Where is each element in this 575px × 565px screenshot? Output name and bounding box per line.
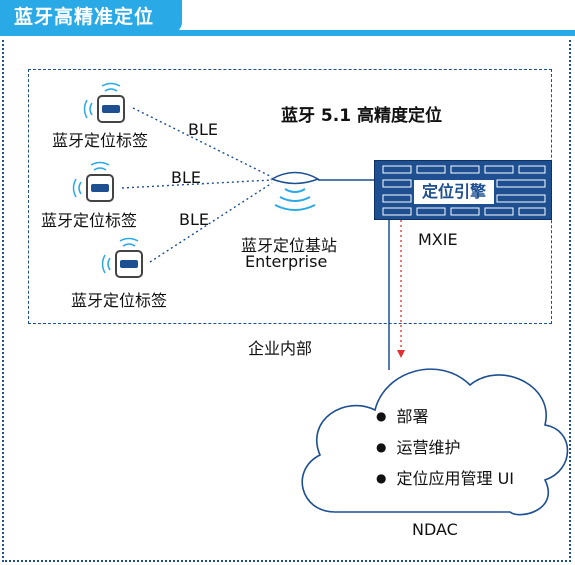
- page-title: 蓝牙高精准定位: [14, 6, 155, 28]
- arrow-icon: [397, 350, 405, 358]
- diagram-subtitle: 蓝牙 5.1 高精度定位: [281, 106, 442, 126]
- cloud-item: 运营维护: [376, 435, 514, 466]
- outer-frame: [2, 40, 571, 562]
- engine-name: MXIE: [418, 230, 458, 249]
- ble-label-3: BLE: [179, 210, 209, 229]
- ble-label-1: BLE: [188, 120, 218, 139]
- enterprise-zone-label: 企业内部: [248, 339, 313, 358]
- header-bar: [0, 30, 575, 36]
- cloud-item: 部署: [376, 404, 514, 435]
- cloud-name: NDAC: [412, 520, 458, 539]
- cloud-service-list: 部署 运营维护 定位应用管理 UI: [376, 404, 514, 497]
- header-tab: 蓝牙高精准定位: [0, 0, 182, 34]
- tag-icon-2: [72, 161, 114, 202]
- tag-icon-3: [101, 237, 143, 278]
- tag-label-3: 蓝牙定位标签: [71, 291, 168, 310]
- ble-label-2: BLE: [171, 168, 201, 187]
- engine-label: 定位引擎: [414, 180, 494, 204]
- base-station-label: 蓝牙定位基站: [241, 236, 338, 255]
- base-station-sublabel: Enterprise: [245, 252, 328, 271]
- tag-label-1: 蓝牙定位标签: [52, 131, 149, 150]
- cloud-item: 定位应用管理 UI: [376, 466, 514, 497]
- base-station-icon: [270, 171, 320, 211]
- ble-link-3: [149, 182, 273, 263]
- ble-link-2: [121, 179, 273, 189]
- tag-icon-1: [83, 82, 125, 123]
- ble-link-1: [132, 107, 273, 178]
- tag-label-2: 蓝牙定位标签: [41, 211, 138, 230]
